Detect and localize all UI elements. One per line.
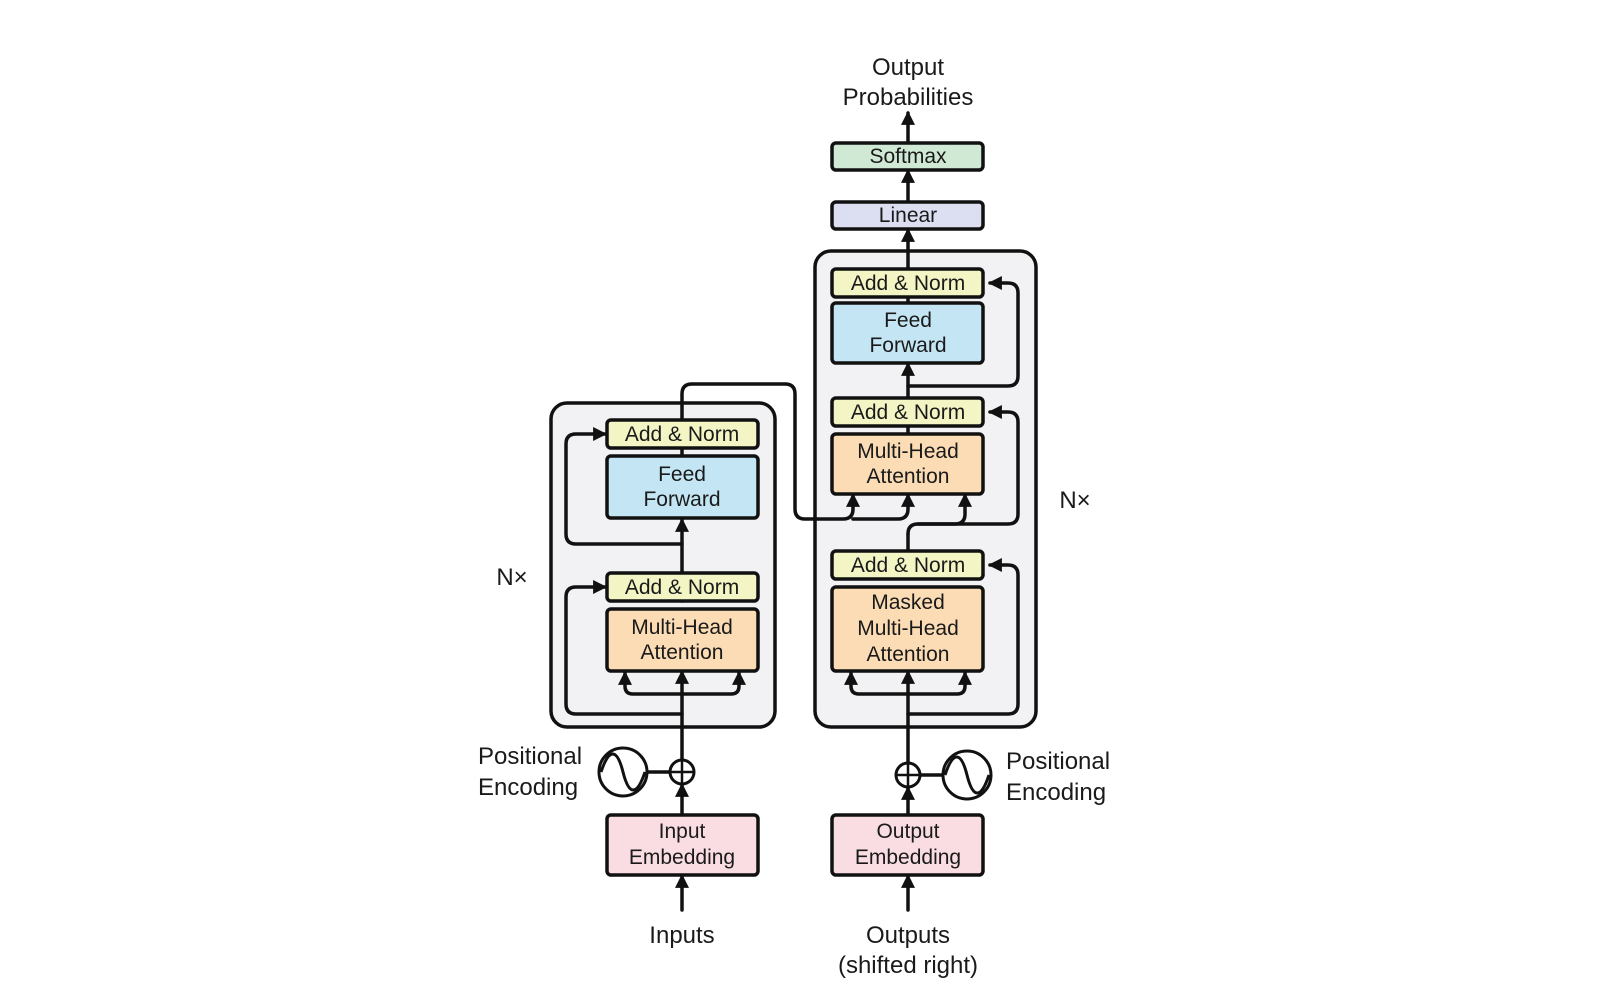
dec-mha-label-2: Attention: [867, 465, 950, 488]
enc-mha-label-2: Attention: [641, 641, 724, 664]
enc-positional-encoding-icon: [597, 746, 649, 798]
enc-residual-2: [564, 427, 684, 546]
enc-multi-head-attention: Multi-Head Attention: [605, 607, 760, 673]
enc-positional-encoding-label-2: Encoding: [478, 774, 578, 801]
dec-add-norm-1: Add & Norm: [830, 549, 985, 581]
dec-feed-forward: Feed Forward: [830, 301, 985, 365]
softmax-block: Softmax: [830, 141, 985, 172]
dec-positional-encoding-icon: [941, 749, 993, 801]
softmax-label: Softmax: [869, 145, 947, 168]
enc-ff-label-2: Forward: [643, 488, 720, 511]
dec-masked-branch-right: [906, 670, 972, 696]
decoder-nx-label: N×: [1059, 487, 1090, 514]
dec-residual-2: [906, 412, 1020, 536]
dec-add-icon: [894, 761, 922, 789]
enc-add-norm-1-label: Add & Norm: [625, 576, 739, 599]
dec-residual-1: [906, 558, 1020, 716]
enc-add-norm-2: Add & Norm: [605, 418, 760, 450]
enc-add-norm-1: Add & Norm: [605, 571, 760, 603]
linear-block: Linear: [830, 200, 985, 231]
dec-multi-head-attention: Multi-Head Attention: [830, 432, 985, 496]
input-embedding: Input Embedding: [605, 813, 760, 877]
enc-attn-branch: [618, 670, 684, 696]
dec-residual-3: [906, 276, 1020, 388]
input-embedding-label-1: Input: [659, 820, 706, 843]
dec-masked-label-3: Attention: [867, 643, 950, 666]
output-embedding-label-1: Output: [876, 820, 939, 843]
dec-positional-encoding-label-1: Positional: [1006, 748, 1110, 775]
output-probabilities-label-1: Output: [872, 54, 944, 81]
dec-positional-encoding-label-2: Encoding: [1006, 779, 1106, 806]
output-probabilities-label-2: Probabilities: [843, 84, 974, 111]
dec-mha-label-1: Multi-Head: [857, 440, 959, 463]
dec-masked-label-2: Multi-Head: [857, 617, 959, 640]
enc-to-dec-memory-2: [851, 492, 915, 521]
dec-ff-label-1: Feed: [884, 309, 932, 332]
dec-add-norm-1-label: Add & Norm: [851, 554, 965, 577]
dec-add-norm-2-label: Add & Norm: [851, 401, 965, 424]
dec-masked-branch-left: [844, 670, 910, 696]
dec-add-norm-3: Add & Norm: [830, 267, 985, 299]
enc-feed-forward: Feed Forward: [605, 454, 760, 520]
enc-mha-label-1: Multi-Head: [631, 616, 733, 639]
encoder-nx-label: N×: [496, 564, 527, 591]
output-embedding: Output Embedding: [830, 813, 985, 877]
dec-masked-multi-head-attention: Masked Multi-Head Attention: [830, 585, 985, 673]
dec-masked-label-1: Masked: [871, 591, 945, 614]
dec-ff-label-2: Forward: [869, 334, 946, 357]
enc-add-norm-2-label: Add & Norm: [625, 423, 739, 446]
dec-add-norm-2: Add & Norm: [830, 396, 985, 428]
enc-residual-1: [564, 580, 684, 716]
enc-attn-branch-right: [680, 670, 746, 696]
input-embedding-label-2: Embedding: [629, 846, 735, 869]
output-embedding-label-2: Embedding: [855, 846, 961, 869]
dec-add-norm-3-label: Add & Norm: [851, 272, 965, 295]
enc-ff-label-1: Feed: [658, 463, 706, 486]
enc-positional-encoding-label-1: Positional: [478, 743, 582, 770]
enc-add-icon: [668, 758, 696, 786]
encoder-layer-panel: [549, 401, 777, 729]
inputs-label: Inputs: [649, 922, 714, 949]
linear-label: Linear: [879, 204, 937, 227]
enc-to-dec-memory: [680, 382, 860, 521]
outputs-label-1: Outputs: [866, 922, 950, 949]
outputs-label-2: (shifted right): [838, 952, 978, 979]
